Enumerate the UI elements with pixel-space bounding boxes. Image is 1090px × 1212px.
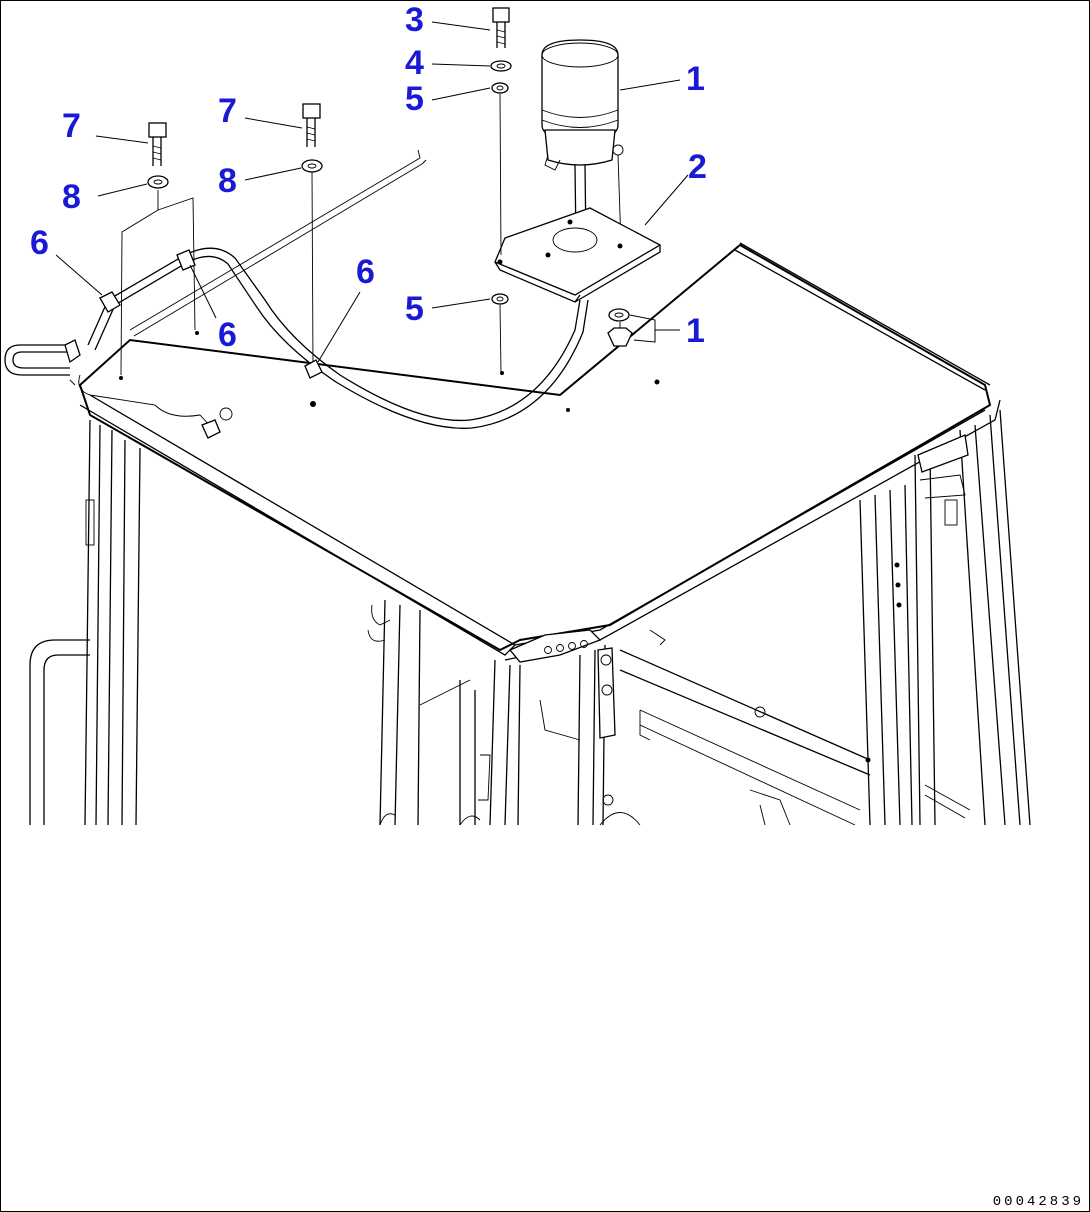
washer-5-lower [491,293,509,373]
callout-8: 8 [218,162,237,200]
lamp-bracket [494,207,662,303]
cab-frame [29,409,1031,826]
bolt-3 [492,7,510,48]
washer-4 [490,60,512,72]
callout-2: 2 [688,148,707,186]
callout-6: 6 [356,253,375,291]
callout-5: 5 [405,80,424,118]
bolt-7-left [148,122,167,166]
callout-4: 4 [405,44,424,82]
leader-lines [55,21,689,363]
callouts: 3 4 5 1 2 7 7 8 8 6 6 6 5 1 [30,1,707,354]
washer-8-left [147,175,169,189]
callout-6: 6 [218,316,237,354]
callout-7: 7 [62,107,81,145]
center-lines-left [120,190,196,376]
bolt-7-right [302,103,321,147]
washer-8-right [301,159,323,366]
callout-1: 1 [686,312,705,350]
callout-5: 5 [405,290,424,328]
washer-5-upper [491,82,509,256]
callout-7: 7 [218,92,237,130]
nut-washer-1 [607,308,633,347]
cab-roof [78,242,1001,663]
callout-3: 3 [405,1,424,39]
wiring-harness [4,149,589,439]
clamp-6 [99,249,323,379]
callout-1: 1 [686,60,705,98]
drawing-number: 00042839 [993,1194,1084,1210]
callout-6: 6 [30,224,49,262]
callout-8: 8 [62,178,81,216]
